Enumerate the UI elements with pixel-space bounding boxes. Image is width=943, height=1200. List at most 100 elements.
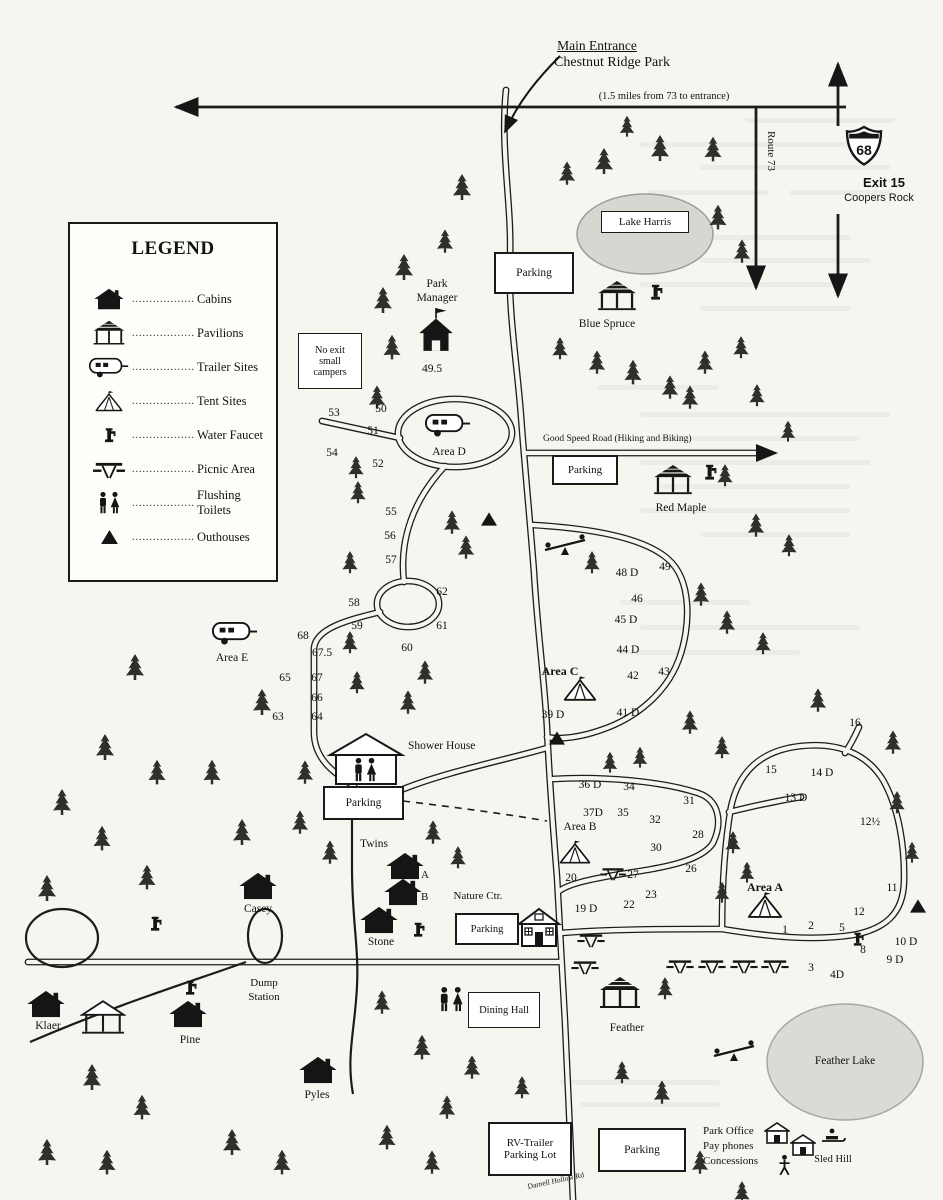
cabin-icon <box>169 1000 207 1028</box>
park-name-label: Chestnut Ridge Park <box>554 55 670 70</box>
water-faucet-icon <box>151 916 162 931</box>
tree-icon <box>223 1129 241 1155</box>
blue-spruce-label: Blue Spruce <box>578 318 636 330</box>
minor-roads-layer <box>24 800 548 1095</box>
tree-icon <box>443 510 461 534</box>
legend-item-flushing-toilets: Flushing Toilets <box>70 486 276 520</box>
tree-icon <box>38 875 56 901</box>
print-bleedthrough-mark <box>640 625 860 630</box>
legend-label: Outhouses <box>197 529 250 544</box>
water-faucet-icon <box>651 284 663 300</box>
tree-icon <box>98 1149 116 1175</box>
feather-lake <box>766 1003 924 1121</box>
nature-center-icon <box>518 908 560 947</box>
outhouse-icon <box>481 512 497 526</box>
park-office-house-icon <box>790 1134 816 1156</box>
pay-phones-label: Pay phones <box>703 1140 754 1152</box>
site-number: 3 <box>808 962 814 974</box>
tree-icon <box>416 660 434 684</box>
cul-de-sac-loop <box>24 907 100 969</box>
flushing-toilets-icon <box>96 491 122 515</box>
tree-icon <box>602 751 618 773</box>
print-bleedthrough-mark <box>700 306 850 311</box>
tree-icon <box>749 384 765 407</box>
site-number: 39 D <box>542 709 565 721</box>
tree-icon <box>126 654 144 680</box>
tree-icon <box>584 551 600 574</box>
legend-label: Flushing Toilets <box>197 488 241 517</box>
feather-lake-label: Feather Lake <box>814 1055 876 1067</box>
site-number: 65 <box>279 672 291 684</box>
site-number: 54 <box>326 447 338 459</box>
site-number: 15 <box>765 764 777 776</box>
coopers-rock-label: Coopers Rock <box>844 192 914 204</box>
outhouse-icon <box>910 899 926 913</box>
legend-label: Tent Sites <box>197 393 247 408</box>
parking-box: Parking <box>323 786 404 820</box>
tent-icon <box>559 840 591 864</box>
legend-item-tent-sites: Tent Sites <box>70 384 276 418</box>
print-bleedthrough-mark <box>700 165 890 170</box>
legend-leader-dots <box>132 294 195 305</box>
tree-icon <box>552 337 568 360</box>
picnic-table-icon <box>577 933 605 948</box>
lake-harris-label: Lake Harris <box>601 211 689 233</box>
twins-label: Twins <box>360 838 388 850</box>
site-number: 5 <box>839 922 845 934</box>
tree-icon <box>809 688 827 712</box>
tree-icon <box>148 759 166 785</box>
site-number: 42 <box>627 670 639 682</box>
water-faucet-icon <box>102 426 117 444</box>
legend-title: LEGEND <box>131 238 215 259</box>
site-number: 66 <box>311 692 323 704</box>
site-number: 45 D <box>615 614 638 626</box>
legend-label: Cabins <box>197 291 232 306</box>
interstate-shield-icon: 68 <box>845 125 883 166</box>
tree-icon <box>350 481 366 504</box>
legend-leader-dots <box>132 328 195 339</box>
tree-icon <box>83 1064 101 1090</box>
print-bleedthrough-mark <box>640 142 880 147</box>
tree-icon <box>133 1094 151 1120</box>
legend-leader-dots <box>132 532 195 543</box>
water-faucet-icon <box>414 922 425 937</box>
tree-icon <box>378 1124 396 1150</box>
site-number: 26 <box>685 863 697 875</box>
site-number: 59 <box>351 620 363 632</box>
site-number: 8 <box>860 944 866 956</box>
dump-station-label-2: Station <box>248 991 280 1003</box>
tree-icon <box>657 977 673 1000</box>
tree-icon <box>734 1181 750 1200</box>
legend-label: Picnic Area <box>197 461 255 476</box>
site-number: 23 <box>645 889 657 901</box>
legend: LEGEND Cabins Pavilions Trailer Sites Te… <box>68 222 278 582</box>
legend-leader-dots <box>132 498 195 509</box>
rv-line-2: Parking Lot <box>503 1149 557 1161</box>
print-bleedthrough-mark <box>598 385 718 390</box>
tree-icon <box>514 1076 530 1099</box>
tree-icon <box>53 789 71 815</box>
cabin-icon <box>299 1056 337 1084</box>
trailer-icon <box>89 356 129 378</box>
concessions-label: Concessions <box>703 1155 758 1167</box>
legend-label: Water Faucet <box>197 427 263 442</box>
area-a-label: Area A <box>746 880 784 894</box>
site-number: 14 D <box>811 767 834 779</box>
tree-icon <box>450 846 466 869</box>
twin-cabin-a-label: A <box>421 869 429 881</box>
site-number: 9 D <box>887 954 904 966</box>
parking-box: Parking <box>598 1128 686 1172</box>
legend-item-outhouses: Outhouses <box>70 520 276 554</box>
legend-leader-dots <box>132 464 195 475</box>
tree-icon <box>342 631 358 654</box>
picnic-table-icon <box>730 959 758 974</box>
site-number: 49 <box>659 561 671 573</box>
trail-dashed <box>402 800 548 822</box>
print-bleedthrough-mark <box>660 436 860 441</box>
site-number: 68 <box>297 630 309 642</box>
tree-icon <box>436 229 454 253</box>
tree-icon <box>38 1139 56 1165</box>
site-number: 12½ <box>860 816 881 828</box>
southwest-road <box>29 960 247 1044</box>
tent-icon <box>747 892 783 918</box>
